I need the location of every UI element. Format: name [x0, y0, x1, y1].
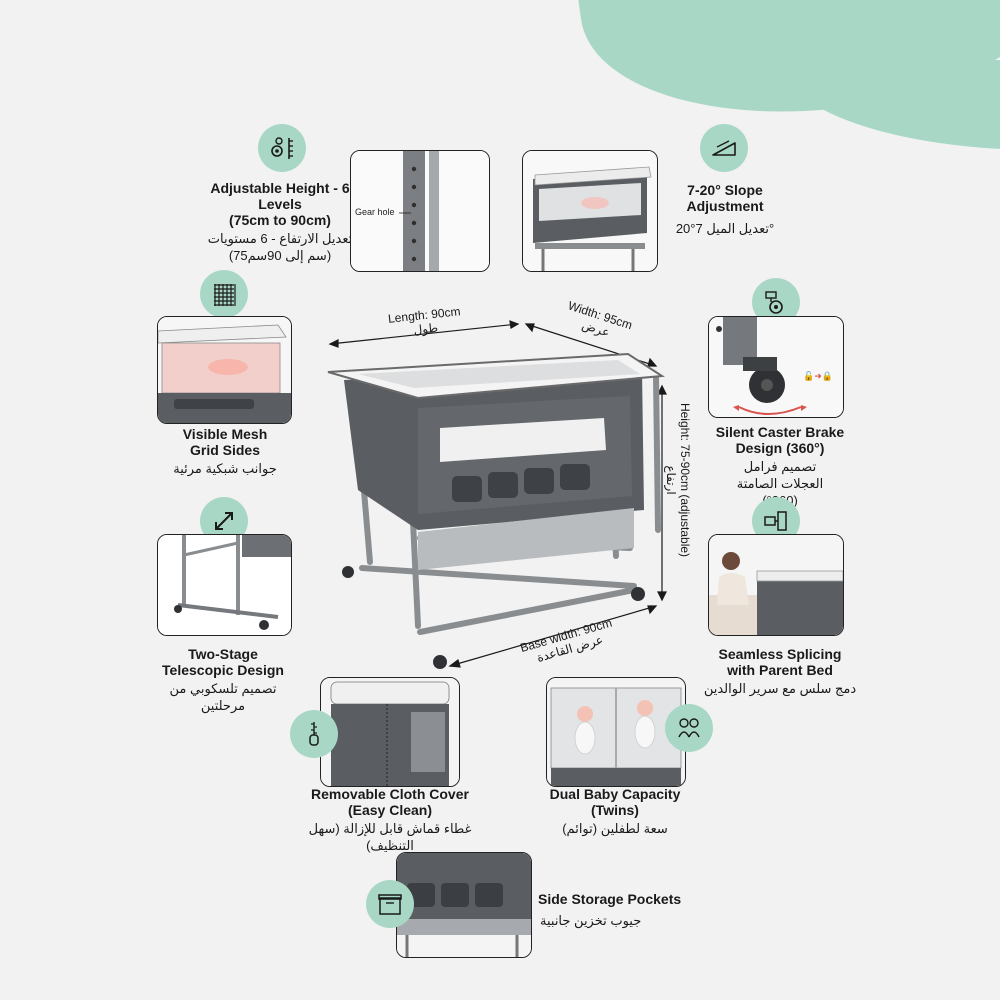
zipper-icon: [309, 722, 319, 746]
svg-text:🔓➜🔒: 🔓➜🔒: [803, 370, 833, 382]
caster-wheel-icon: [765, 291, 783, 314]
splicing-title: Seamless Splicing with Parent Bed: [718, 646, 842, 678]
height-label: Height: 75-90cm (adjustable) ارتفاع: [664, 390, 692, 570]
gear-hole-label: Gear hole: [355, 207, 395, 217]
telescopic-ar: تصميم تلسكوبي من مرحلتين: [169, 681, 277, 713]
height-en: Height: 75-90cm (adjustable): [678, 402, 692, 558]
slope-title: 7-20° Slope Adjustment: [686, 182, 764, 214]
caster-title: Silent Caster Brake Design (360°): [715, 424, 845, 456]
twins-badge: [665, 704, 713, 752]
telescopic-title: Two-Stage Telescopic Design: [162, 646, 284, 678]
gear-hole-photo: Gear hole: [350, 150, 490, 272]
height-ar: ارتفاع: [664, 465, 678, 495]
storage-photo: [396, 852, 532, 958]
feature-slope: 7-20° Slope Adjustment تعديل الميل 7°20°: [660, 182, 790, 237]
splicing-ar: دمج سلس مع سرير الوالدين: [703, 681, 857, 696]
twins-illustration: [547, 678, 685, 786]
telescopic-illustration: [158, 535, 291, 635]
dimension-arrows: [328, 320, 667, 668]
mesh-illustration: [158, 317, 291, 423]
feature-caster: Silent Caster Brake Design (360°) تصميم …: [700, 424, 860, 509]
cloth-title: Removable Cloth Cover (Easy Clean): [311, 786, 469, 818]
splicing-photo: [708, 534, 844, 636]
storage-title: Side Storage Pockets: [538, 891, 682, 907]
storage-ar: جيوب تخزين جانبية: [540, 913, 642, 928]
mesh-ar: جوانب شبكية مرئية: [173, 461, 277, 476]
telescopic-arrow-icon: [215, 512, 233, 530]
storage-badge: [366, 880, 414, 928]
adjustable-height-title: Adjustable Height - 6 Levels: [210, 180, 350, 212]
slope-ar: تعديل الميل 7°20°: [675, 221, 775, 236]
adjustable-height-ar-sub: (75سم إلى 90سم): [228, 248, 332, 263]
cloth-photo: [320, 677, 460, 787]
feature-twins: Dual Baby Capacity (Twins) سعة لطفلين (ت…: [530, 786, 700, 837]
mesh-grid-icon: [214, 284, 236, 306]
mesh-title: Visible Mesh Grid Sides: [182, 426, 268, 458]
feature-splicing: Seamless Splicing with Parent Bed دمج سل…: [700, 646, 860, 697]
splicing-illustration: [709, 535, 843, 635]
slope-badge: [700, 124, 748, 172]
adjustable-height-ar: تعديل الارتفاع - 6 مستويات: [207, 231, 353, 246]
gear-hole-illustration: [351, 151, 489, 271]
feature-cloth: Removable Cloth Cover (Easy Clean) غطاء …: [290, 786, 490, 854]
cloth-ar: غطاء قماش قابل للإزالة (سهل التنظيف): [308, 821, 472, 853]
slope-icon: [712, 140, 736, 156]
caster-illustration: 🔓➜🔒: [709, 317, 843, 417]
storage-illustration: [397, 853, 531, 957]
caster-photo: 🔓➜🔒: [708, 316, 844, 418]
telescopic-photo: [157, 534, 292, 636]
twins-title: Dual Baby Capacity (Twins): [549, 786, 681, 818]
gear-height-icon: [271, 137, 293, 159]
crib-illustration: [327, 320, 667, 669]
feature-mesh: Visible Mesh Grid Sides جوانب شبكية مرئي…: [150, 426, 300, 477]
gear-height-badge: [258, 124, 306, 172]
mesh-badge: [200, 270, 248, 318]
twins-ar: سعة لطفلين (توائم): [562, 821, 668, 836]
twin-babies-icon: [678, 718, 700, 738]
slope-photo: [522, 150, 658, 272]
twins-photo: [546, 677, 686, 787]
mesh-photo: [157, 316, 292, 424]
feature-adjustable-height: Adjustable Height - 6 Levels (75cm to 90…: [190, 180, 370, 264]
cloth-illustration: [321, 678, 459, 786]
feature-telescopic: Two-Stage Telescopic Design تصميم تلسكوب…: [148, 646, 298, 714]
storage-box-icon: [378, 894, 402, 915]
splice-icon: [764, 511, 787, 531]
feature-storage: Side Storage Pockets جيوب تخزين جانبية: [538, 891, 718, 929]
adjustable-height-sub: (75cm to 90cm): [229, 212, 331, 228]
zipper-badge: [290, 710, 338, 758]
slope-illustration: [523, 151, 657, 271]
